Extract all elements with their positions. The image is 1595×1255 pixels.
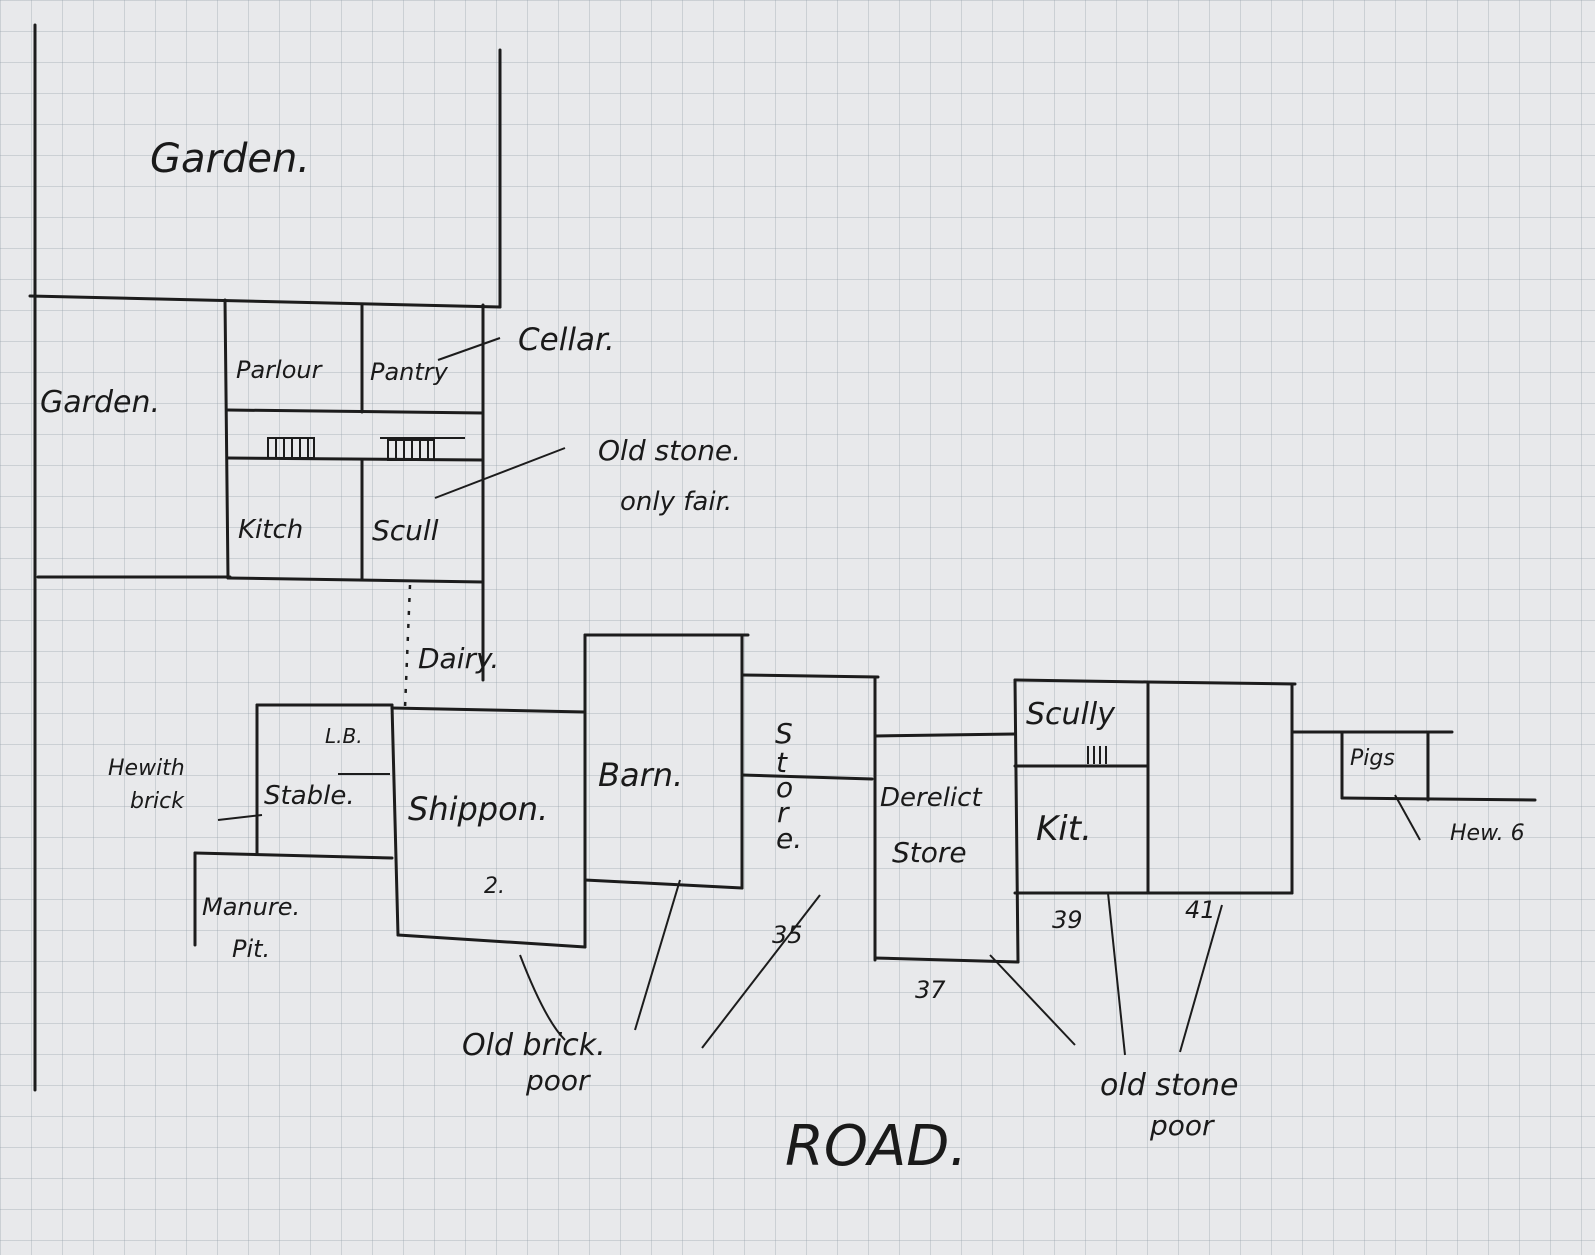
hewith-brick-note: brick [130,789,185,814]
old-stone-poor-leader [1179,904,1223,1053]
kitchen-label: Kit. [1036,809,1092,849]
old-brick-leader [701,894,821,1049]
dairy-dotted-line [403,584,412,709]
old-brick-leader [519,954,566,1041]
shippon-number: 2. [484,874,505,899]
old-stone-poor-note: poor [1149,1109,1215,1142]
derelict-store-label: Store [892,836,967,869]
old-brick-note: Old brick. [462,1028,606,1063]
old-brick-note: poor [525,1064,591,1097]
old-stone-note: only fair. [620,487,732,517]
store-vertical-letter: e. [776,822,802,855]
hewith-brick-note: Hewith [108,756,185,781]
cellar-label: Cellar. [518,322,615,358]
cottage-39-north-wall [1013,678,1150,684]
old-stone-poor-note: old stone [1100,1068,1239,1103]
house-west-wall [223,298,230,580]
store-partition [740,773,874,781]
manure-pit-north-wall [193,851,394,860]
annotation-leaders [434,337,1421,1056]
parlour-label: Parlour [236,356,324,384]
pigs-south-wall [1340,796,1537,802]
stable-label: Stable. [264,781,355,811]
shippon-west-wall [390,703,400,937]
plan-labels: Garden. Garden. Cellar. Parlour Pantry K… [40,136,1525,1179]
shippon-label: Shippon. [408,790,548,828]
store-vertical-letter: r [777,796,790,829]
dairy-label: Dairy. [418,642,499,675]
garden-label: Garden. [150,136,310,182]
road-label: ROAD. [785,1114,967,1179]
stairs-icon [267,437,315,459]
shippon-north-wall [390,706,587,714]
back-rooms-north-wall [226,456,485,462]
stairs-icon [1087,746,1107,764]
store-north-wall [740,673,880,679]
derelict-store-label: Derelict [880,783,982,813]
loose-box-label: L.B. [325,724,363,748]
hew-leader [1394,794,1421,841]
derelict-store-south-wall [873,956,1020,964]
farmhouse-plan [223,298,485,709]
house-number: 39 [1052,906,1083,934]
pigs-label: Pigs [1350,746,1395,771]
house-number: 37 [915,976,946,1004]
leader-line [217,814,263,821]
cottage-41-north-wall [1146,680,1297,686]
barn-south-wall [583,878,744,890]
cellar-leader [437,337,501,361]
scullery-label: Scully [1026,697,1116,732]
pantry-label: Pantry [370,358,449,386]
old-stone-leader [434,447,566,499]
store-vertical-letter: S [775,717,793,750]
back-rooms-south-wall [226,576,485,584]
house-number: 35 [772,921,803,949]
house-number: 41 [1185,896,1216,924]
derelict-store-north-wall [873,732,1017,738]
boundary-walls [28,23,502,1092]
shippon-south-wall [396,933,587,949]
cottage-39-west-wall [1013,678,1020,964]
manure-pit-label: Manure. [202,893,300,921]
old-stone-note: Old stone. [598,434,741,467]
scullery-label: Scull [372,514,439,547]
store-vertical-letter: t [776,746,788,779]
hew-note: Hew. 6 [1450,821,1525,846]
farm-buildings-plan [193,633,1537,964]
front-rooms-south-wall [226,408,485,415]
barn-label: Barn. [598,756,683,794]
garden-south-wall [28,294,502,309]
old-stone-poor-leader [989,954,1076,1046]
old-brick-leader [634,879,681,1031]
store-vertical-letter: o [776,771,793,804]
kitchen-label: Kitch [238,515,303,545]
manure-pit-label: Pit. [232,935,270,963]
old-stone-poor-leader [1107,892,1126,1056]
garden-label: Garden. [40,385,160,420]
stairs-icon [387,439,435,461]
